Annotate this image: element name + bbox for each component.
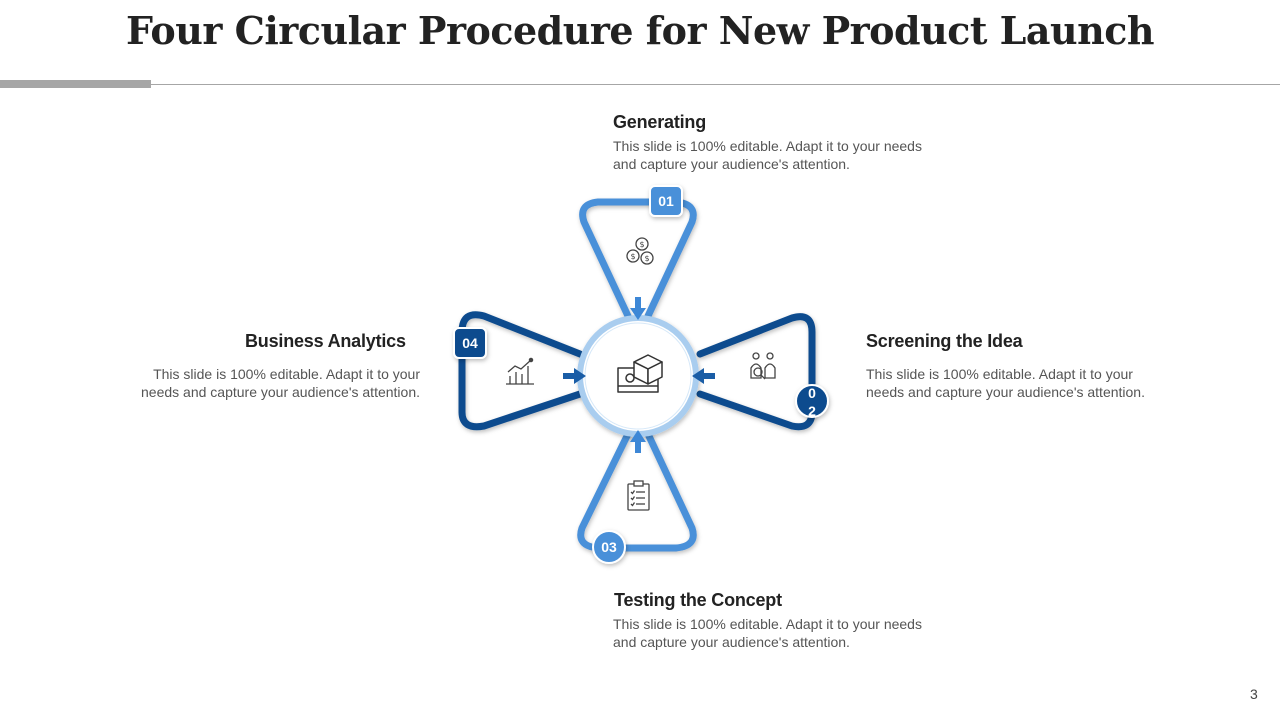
petal-01 [579, 198, 697, 320]
step-02-description: This slide is 100% editable. Adapt it to… [866, 366, 1145, 400]
arrow-down-icon [630, 297, 646, 320]
step-02-heading: Screening the Idea [866, 331, 1023, 351]
step-badge-04: 04 [453, 327, 487, 359]
petal-02 [696, 313, 816, 431]
step-01-description: This slide is 100% editable. Adapt it to… [613, 138, 922, 172]
step-badge-02: 0 2 [795, 384, 829, 419]
step-01-heading: Generating [613, 112, 707, 132]
step-badge-01: 01 [649, 185, 683, 217]
arrow-up-icon [630, 430, 646, 453]
svg-text:$: $ [644, 254, 649, 263]
step-number-01: 01 [658, 193, 674, 209]
step-04-heading: Business Analytics [245, 331, 406, 351]
step-number-02-second-digit: 2 [808, 403, 816, 419]
step-badge-03: 03 [592, 530, 626, 564]
people-screening-icon [750, 352, 776, 380]
step-03-heading: Testing the Concept [614, 590, 782, 610]
clipboard-checklist-icon [627, 480, 650, 511]
step-number-04: 04 [462, 335, 478, 351]
petal-04 [458, 311, 584, 431]
page-number: 3 [1250, 686, 1258, 702]
arrow-left-icon [692, 368, 715, 384]
step-number-02-first-digit: 0 [808, 385, 816, 401]
svg-text:$: $ [639, 240, 644, 249]
arrow-right-icon [563, 368, 586, 384]
petal-03 [577, 430, 697, 552]
analytics-chart-icon [506, 357, 534, 385]
money-coins-icon: $ $ $ [626, 237, 654, 265]
title-accent-bar [0, 80, 151, 88]
step-04-description: This slide is 100% editable. Adapt it to… [141, 366, 420, 400]
slide-title: Four Circular Procedure for New Product … [126, 8, 1155, 53]
step-03-description: This slide is 100% editable. Adapt it to… [613, 616, 922, 650]
title-divider [151, 84, 1280, 85]
svg-text:$: $ [630, 252, 635, 261]
product-box-blueprint-icon [617, 354, 663, 393]
step-number-03: 03 [601, 539, 617, 555]
